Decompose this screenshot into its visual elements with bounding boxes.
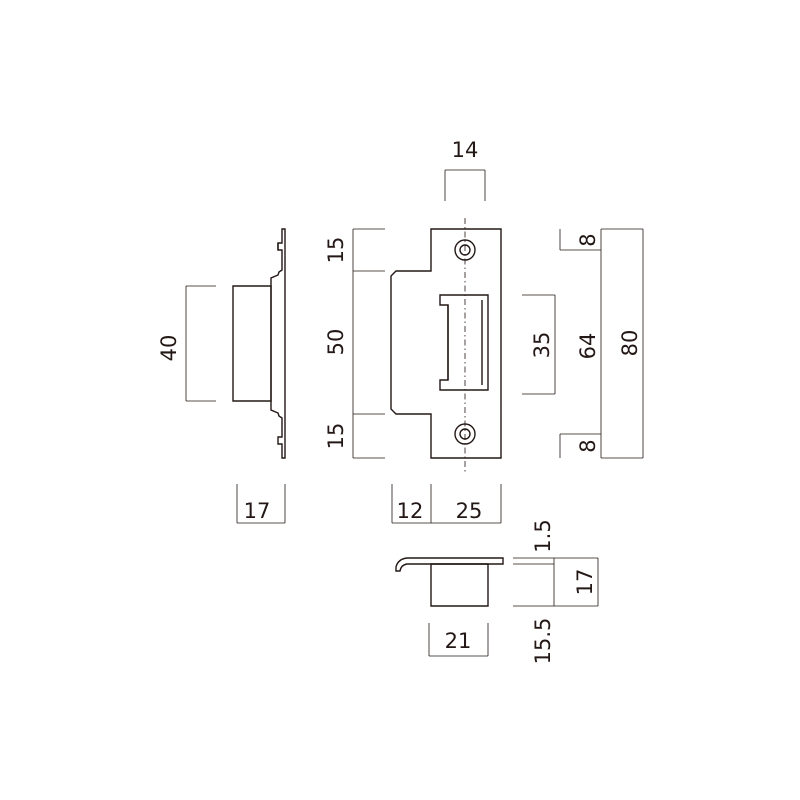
dim-17-lines	[236, 484, 286, 524]
dim-left-chain-lines	[352, 228, 385, 459]
dim-14-label: 14	[452, 138, 479, 162]
side-plate-outline	[270, 228, 286, 459]
bottom-lip-outline	[395, 557, 504, 572]
dim-35-lines	[522, 294, 556, 395]
dim-8-bottom-label: 8	[576, 439, 600, 452]
dim-21-label: 21	[445, 629, 472, 653]
dim-80-label: 80	[618, 330, 642, 357]
front-plate-outline	[390, 228, 502, 459]
dim-64-label: 64	[576, 333, 600, 360]
dim-40-lines	[185, 285, 216, 402]
dim-15-top-label: 15	[324, 237, 348, 264]
dim-bottom-right-lines	[513, 557, 599, 607]
dim-35-label: 35	[530, 332, 554, 359]
strike-slot	[439, 294, 489, 391]
dim-14-lines	[444, 169, 486, 201]
dim-15-5-label: 15.5	[531, 618, 555, 665]
dim-12-label: 12	[397, 499, 424, 523]
dim-64-chain-lines	[559, 229, 602, 458]
dim-25-label: 25	[456, 499, 483, 523]
front-view: 14 15 50 15 12 25 35 8 64 8 80	[324, 138, 644, 524]
dim-17-bottom-label: 17	[573, 569, 597, 596]
dim-17-label: 17	[244, 499, 271, 523]
bottom-view: 1.5 17 15.5 21	[395, 519, 599, 665]
dim-21-lines	[428, 623, 489, 657]
dim-1-5-label: 1.5	[531, 519, 555, 552]
bottom-body-outline	[430, 563, 489, 607]
dim-8-top-label: 8	[576, 233, 600, 246]
dim-bottom-chain-lines	[391, 484, 502, 524]
side-body-outline	[232, 285, 272, 402]
dim-40-label: 40	[157, 335, 181, 362]
side-view: 40 17	[157, 228, 286, 524]
dim-15-bottom-label: 15	[324, 423, 348, 450]
dim-50-label: 50	[324, 329, 348, 356]
dim-80-lines	[601, 228, 644, 459]
